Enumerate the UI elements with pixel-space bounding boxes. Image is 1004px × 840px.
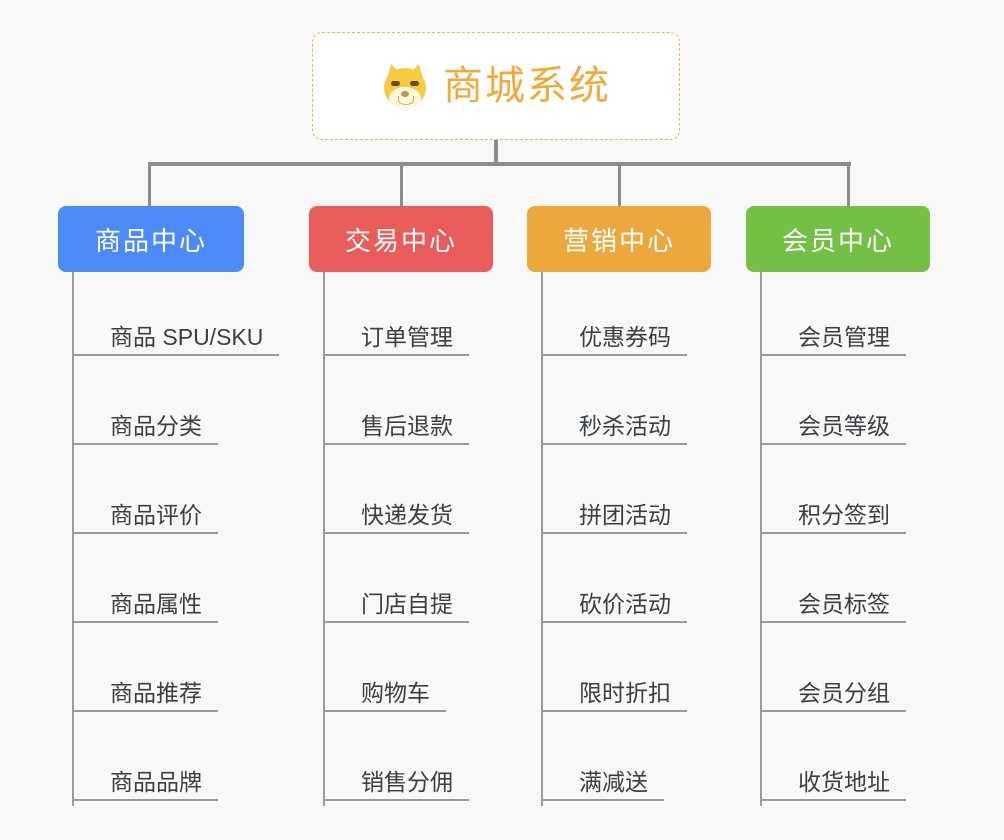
leaf-column-4: 会员管理 会员等级 积分签到 会员标签 会员分组 收货地址 [760, 272, 906, 806]
leaf-item-label: 拼团活动 [541, 502, 687, 534]
leaf-item[interactable]: 门店自提 [323, 539, 469, 628]
leaf-spine-3 [541, 272, 543, 806]
leaf-item[interactable]: 拼团活动 [541, 450, 687, 539]
connector-horizontal-bus [148, 162, 851, 166]
leaf-item-label: 收货地址 [760, 769, 906, 801]
leaf-item-label: 满减送 [541, 769, 664, 801]
leaf-item[interactable]: 满减送 [541, 717, 687, 806]
branch-card-1[interactable]: 商品中心 [58, 206, 244, 272]
leaf-item[interactable]: 商品评价 [72, 450, 279, 539]
leaf-item-label: 会员标签 [760, 591, 906, 623]
leaf-item-label: 会员分组 [760, 680, 906, 712]
root-node-title: 商城系统 [443, 64, 611, 108]
root-node-shopping-mall-system[interactable]: 商城系统 [312, 32, 680, 140]
connector-drop-4 [847, 162, 850, 208]
leaf-item-label: 购物车 [323, 680, 446, 712]
leaf-item[interactable]: 收货地址 [760, 717, 906, 806]
leaf-item[interactable]: 会员标签 [760, 539, 906, 628]
leaf-item-label: 商品推荐 [72, 680, 218, 712]
leaf-item-label: 会员管理 [760, 324, 906, 356]
leaf-item-label: 商品 SPU/SKU [72, 324, 280, 356]
leaf-spine-4 [760, 272, 762, 806]
leaf-item[interactable]: 优惠券码 [541, 272, 687, 361]
leaf-item[interactable]: 商品 SPU/SKU [72, 272, 280, 361]
leaf-item[interactable]: 商品分类 [72, 361, 279, 450]
leaf-item-label: 秒杀活动 [541, 413, 687, 445]
leaf-column-1: 商品 SPU/SKU 商品分类 商品评价 商品属性 商品推荐 商品品牌 [72, 272, 280, 806]
leaf-item-label: 售后退款 [323, 413, 469, 445]
leaf-item[interactable]: 销售分佣 [323, 717, 469, 806]
leaf-item[interactable]: 购物车 [323, 628, 469, 717]
leaf-item[interactable]: 秒杀活动 [541, 361, 687, 450]
leaf-item[interactable]: 会员分组 [760, 628, 906, 717]
connector-root-stem [494, 140, 498, 164]
branch-card-2-label: 交易中心 [344, 225, 457, 256]
leaf-item-label: 商品评价 [72, 502, 218, 534]
leaf-item-label: 销售分佣 [323, 769, 469, 801]
shiba-inu-icon [381, 62, 429, 110]
leaf-item[interactable]: 售后退款 [323, 361, 469, 450]
branch-card-4-label: 会员中心 [781, 225, 894, 256]
leaf-item[interactable]: 砍价活动 [541, 539, 687, 628]
leaf-item[interactable]: 订单管理 [323, 272, 469, 361]
connector-drop-3 [618, 162, 621, 208]
leaf-column-3: 优惠券码 秒杀活动 拼团活动 砍价活动 限时折扣 满减送 [541, 272, 687, 806]
leaf-item-label: 会员等级 [760, 413, 906, 445]
branch-card-3[interactable]: 营销中心 [527, 206, 711, 272]
leaf-item[interactable]: 商品属性 [72, 539, 279, 628]
leaf-item-label: 积分签到 [760, 502, 906, 534]
leaf-item[interactable]: 积分签到 [760, 450, 906, 539]
leaf-item-label: 商品分类 [72, 413, 218, 445]
leaf-item-label: 快递发货 [323, 502, 469, 534]
leaf-item-label: 订单管理 [323, 324, 469, 356]
leaf-item-label: 商品品牌 [72, 769, 218, 801]
leaf-item-label: 优惠券码 [541, 324, 687, 356]
leaf-column-2: 订单管理 售后退款 快递发货 门店自提 购物车 销售分佣 [323, 272, 469, 806]
leaf-item[interactable]: 快递发货 [323, 450, 469, 539]
leaf-item[interactable]: 商品推荐 [72, 628, 279, 717]
leaf-item[interactable]: 会员等级 [760, 361, 906, 450]
branch-card-4[interactable]: 会员中心 [746, 206, 930, 272]
leaf-item-label: 砍价活动 [541, 591, 687, 623]
leaf-spine-2 [323, 272, 325, 806]
connector-drop-1 [148, 162, 151, 208]
leaf-item[interactable]: 商品品牌 [72, 717, 279, 806]
leaf-item[interactable]: 限时折扣 [541, 628, 687, 717]
leaf-spine-1 [72, 272, 74, 806]
connector-drop-2 [400, 162, 403, 208]
leaf-item[interactable]: 会员管理 [760, 272, 906, 361]
branch-card-1-label: 商品中心 [94, 225, 207, 256]
branch-card-3-label: 营销中心 [562, 225, 675, 256]
branch-card-2[interactable]: 交易中心 [309, 206, 493, 272]
leaf-item-label: 限时折扣 [541, 680, 687, 712]
leaf-item-label: 商品属性 [72, 591, 218, 623]
leaf-item-label: 门店自提 [323, 591, 469, 623]
